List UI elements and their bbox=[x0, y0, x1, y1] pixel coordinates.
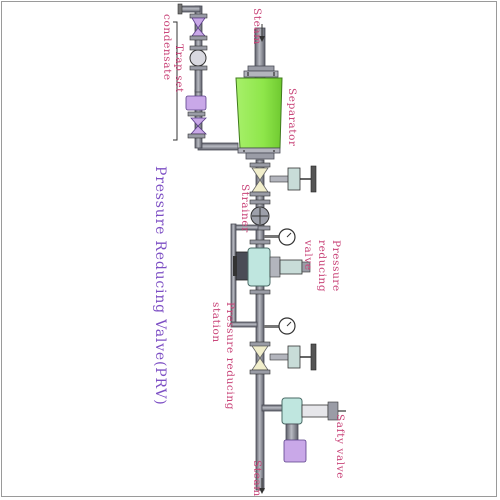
downstream-pressure-gauge-icon bbox=[264, 317, 296, 335]
safety-valve bbox=[261, 397, 346, 463]
separator-vessel bbox=[235, 65, 283, 160]
diagram-title: Pressure Reducing Valve(PRV) bbox=[152, 166, 168, 406]
trap-set-label: Trap set bbox=[173, 44, 185, 93]
upstream-pressure-gauge-icon bbox=[264, 228, 296, 246]
trap-bypass-valve-top-icon bbox=[189, 13, 208, 41]
strainer bbox=[249, 199, 271, 231]
safety-valve-label: Safty valve bbox=[334, 414, 346, 480]
pressure-reducing-valve-label: Pressure reducing valve bbox=[302, 240, 342, 293]
steam-outlet-label: Steam bbox=[251, 460, 263, 497]
steam-in-arrow-icon bbox=[259, 24, 265, 42]
steam-inlet-label: Steam bbox=[251, 8, 263, 45]
condensate-label: condensate bbox=[161, 14, 173, 81]
separator-label: Separator bbox=[286, 88, 298, 147]
strainer-label: Strainer bbox=[239, 184, 251, 233]
outlet-isolation-valve bbox=[249, 341, 317, 375]
inlet-isolation-valve bbox=[249, 162, 317, 197]
steam-out-arrow-icon bbox=[259, 478, 265, 494]
trap-valve-bottom-icon bbox=[185, 95, 207, 139]
steam-trap-icon bbox=[189, 45, 208, 71]
pressure-reducing-station-label: Pressure reducing station bbox=[210, 302, 236, 411]
pressure-reducing-valve bbox=[233, 239, 311, 295]
trap-set-bracket bbox=[173, 21, 178, 141]
